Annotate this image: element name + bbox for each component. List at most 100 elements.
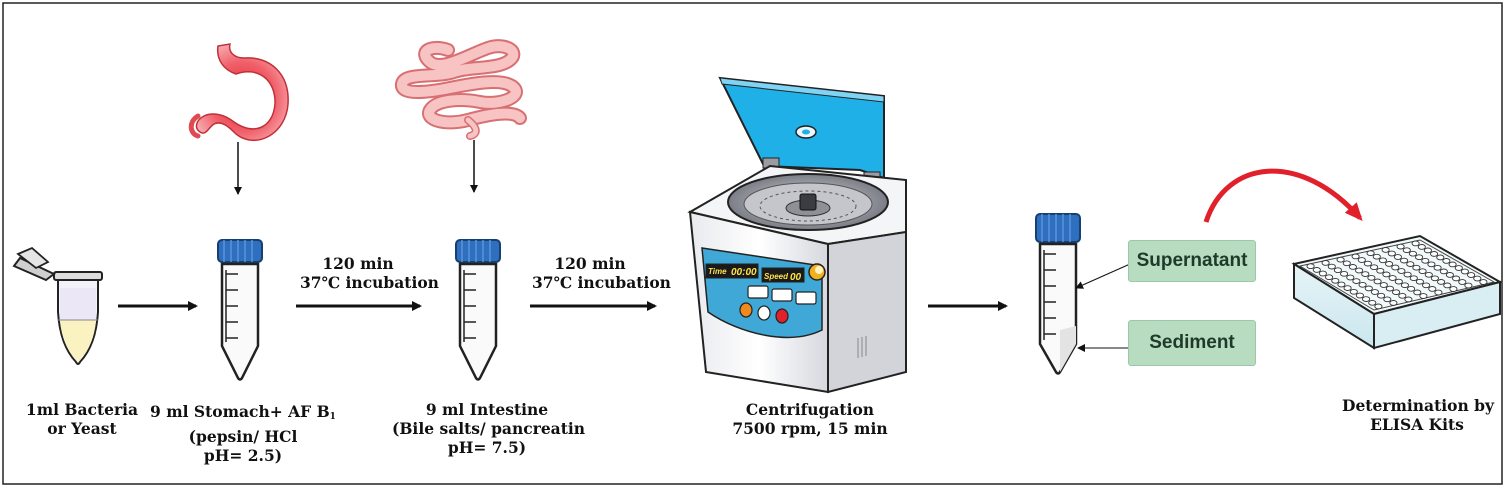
plate-well [1366, 250, 1375, 257]
plate-well [1373, 278, 1382, 285]
supernatant-label: Supernatant [1136, 250, 1248, 271]
plate-well [1349, 288, 1358, 295]
plate-well [1411, 240, 1420, 247]
plate-well [1376, 267, 1385, 274]
plate-well [1377, 292, 1386, 299]
red-curved-arrow [1203, 168, 1363, 223]
plate-well [1439, 268, 1448, 275]
plate-well [1430, 251, 1439, 257]
elisa-label: Determination by ELISA Kits [1342, 396, 1494, 434]
falcon-tube-result-icon [1035, 213, 1081, 375]
plate-well [1417, 244, 1426, 250]
plate-well [1381, 247, 1390, 253]
plate-well [1473, 275, 1482, 282]
plate-well [1327, 263, 1336, 270]
plate-well [1437, 279, 1446, 285]
plate-well [1388, 275, 1397, 281]
plate-well [1430, 275, 1439, 282]
plate-well [1333, 267, 1342, 274]
plate-well [1331, 277, 1340, 284]
stomach-label: 9 ml Stomach+ AF B1 (pepsin/ HCl pH= 2.5… [150, 402, 336, 465]
plate-well [1460, 268, 1469, 275]
plate-well [1415, 254, 1424, 261]
intestine-icon [395, 39, 527, 140]
plate-well [1372, 253, 1381, 260]
plate-well [1352, 278, 1361, 284]
plate-well [1434, 289, 1443, 296]
plate-well [1436, 254, 1445, 261]
plate-well [1364, 285, 1373, 292]
falcon-tube-stomach-icon [217, 239, 263, 381]
plate-well [1458, 279, 1467, 285]
plate-well [1409, 275, 1418, 282]
plate-well [1391, 264, 1400, 271]
incubation-label-1: 120 min 37℃ incubation [300, 254, 439, 292]
plate-well [1403, 271, 1412, 278]
plate-well [1343, 285, 1352, 291]
plate-well [1361, 271, 1370, 277]
plate-well [1433, 264, 1442, 271]
panel-speed-label: Speed [764, 272, 789, 281]
plate-well [1398, 292, 1407, 299]
plate-well [1442, 258, 1451, 264]
plate-well [1336, 256, 1345, 263]
plate-well [1408, 250, 1417, 257]
plate-well [1306, 263, 1315, 270]
plate-well [1355, 292, 1364, 299]
plate-well [1404, 296, 1413, 303]
plate-well [1427, 261, 1436, 268]
plate-well [1448, 261, 1457, 268]
supernatant-box: Supernatant [1128, 240, 1256, 282]
plate-well [1342, 260, 1351, 267]
plate-well [1355, 267, 1364, 274]
plate-well [1394, 278, 1403, 285]
plate-well [1367, 274, 1376, 281]
plate-well [1351, 253, 1360, 260]
plate-well [1337, 281, 1346, 288]
plate-well [1443, 282, 1452, 289]
plate-well [1378, 257, 1387, 264]
plate-well [1383, 296, 1392, 303]
plate-well [1423, 247, 1432, 254]
plate-well [1479, 279, 1488, 285]
plate-well [1318, 270, 1327, 277]
plate-well [1396, 243, 1405, 250]
plate-well [1368, 299, 1377, 306]
plate-well [1406, 261, 1415, 267]
plate-well [1467, 272, 1476, 278]
plate-well [1362, 296, 1371, 302]
intestine-label: 9 ml Intestine (Bile salts/ pancreatin p… [392, 400, 586, 457]
sediment-box: Sediment [1128, 320, 1256, 366]
supernatant-pointer [1075, 263, 1131, 289]
plate-well [1387, 250, 1396, 257]
plate-well [1419, 293, 1428, 299]
plate-well [1428, 286, 1437, 292]
plate-well [1363, 260, 1372, 267]
panel-time-value: 00:00 [731, 267, 757, 278]
plate-well [1392, 289, 1401, 296]
plate-well [1424, 271, 1433, 278]
plate-well [1452, 275, 1461, 282]
plate-well [1464, 282, 1473, 289]
plate-well [1400, 282, 1409, 289]
plate-well [1393, 254, 1402, 260]
plate-well [1312, 267, 1321, 273]
plate-well [1321, 260, 1330, 266]
plate-well [1370, 264, 1379, 271]
plate-well [1421, 257, 1430, 264]
plate-well [1445, 272, 1454, 278]
plate-well [1389, 300, 1398, 306]
plate-well [1325, 274, 1334, 281]
microtube-icon [12, 246, 103, 365]
plate-well [1402, 247, 1411, 254]
plate-well [1348, 264, 1357, 270]
plate-well [1400, 257, 1409, 264]
plate-well [1454, 265, 1463, 271]
plate-well [1418, 268, 1427, 275]
plate-well [1385, 261, 1394, 267]
stomach-icon [188, 43, 289, 141]
sample-label: 1ml Bacteria or Yeast [25, 400, 139, 438]
plate-well [1358, 281, 1367, 288]
